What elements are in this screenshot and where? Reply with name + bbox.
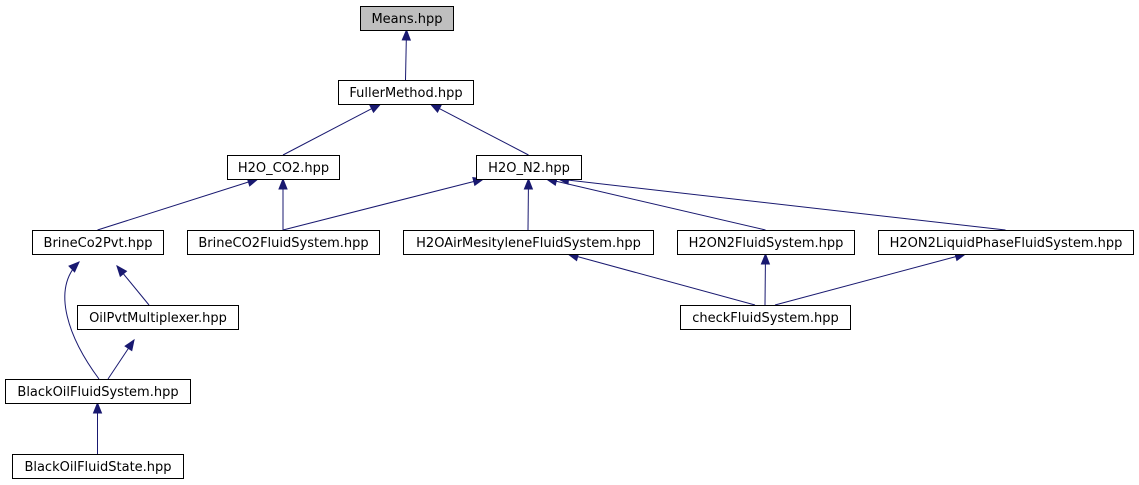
node-label: H2ON2FluidSystem.hpp [689, 236, 844, 251]
node-means: Means.hpp [360, 6, 454, 31]
node-checkfs[interactable]: checkFluidSystem.hpp [680, 305, 851, 330]
node-label: BlackOilFluidState.hpp [24, 460, 171, 475]
edge-brineco2fs-to-h2oco2 [278, 177, 288, 230]
node-box [677, 230, 855, 255]
edge-line [556, 180, 766, 231]
node-label: H2O_N2.hpp [488, 161, 570, 176]
edge-arrowhead [760, 252, 771, 265]
edge-h2oair-to-h2on2 [523, 177, 534, 231]
edge-blackoilfs-to-oilpvt [107, 338, 135, 380]
node-label: BlackOilFluidSystem.hpp [17, 385, 178, 400]
edge-arrowhead [401, 28, 412, 41]
edge-h2on2fs-to-h2on2 [545, 176, 766, 231]
node-oilpvt[interactable]: OilPvtMultiplexer.hpp [77, 305, 239, 330]
node-box [12, 454, 184, 479]
edge-arrowhead [523, 177, 534, 190]
node-label: H2ON2LiquidPhaseFluidSystem.hpp [890, 236, 1123, 251]
node-h2on2fs[interactable]: H2ON2FluidSystem.hpp [677, 230, 855, 255]
edge-arrowhead [68, 261, 80, 273]
node-h2on2[interactable]: H2O_N2.hpp [476, 155, 582, 180]
edge-checkfs-to-h2on2liq [774, 252, 967, 306]
edge-arrowhead [124, 338, 135, 352]
node-box [403, 230, 654, 255]
edge-line [64, 261, 100, 380]
edge-arrowhead [429, 103, 443, 114]
edge-h2oco2-to-fuller [282, 103, 382, 156]
node-box [680, 305, 851, 330]
node-fuller[interactable]: FullerMethod.hpp [338, 80, 474, 105]
edge-blackoilfs-to-brineco2pvt [64, 261, 100, 380]
node-box [187, 230, 380, 255]
node-label: FullerMethod.hpp [349, 86, 462, 101]
edge-line [774, 256, 956, 306]
edge-h2on2liq-to-h2on2 [557, 175, 1006, 231]
node-label: H2O_CO2.hpp [238, 161, 329, 176]
node-box [878, 230, 1134, 255]
edge-line [439, 108, 529, 156]
node-box [227, 155, 340, 180]
node-label: Means.hpp [371, 12, 442, 27]
edge-checkfs-to-h2on2fs [760, 252, 771, 306]
node-box [5, 379, 191, 404]
edge-line [282, 108, 372, 156]
edge-arrowhead [116, 264, 128, 278]
node-h2oair[interactable]: H2OAirMesityleneFluidSystem.hpp [403, 230, 654, 255]
edge-arrowhead [368, 103, 382, 114]
node-blackoilstate[interactable]: BlackOilFluidState.hpp [12, 454, 184, 479]
edge-line [282, 180, 474, 231]
node-h2on2liq[interactable]: H2ON2LiquidPhaseFluidSystem.hpp [878, 230, 1134, 255]
edge-arrowhead [92, 401, 103, 414]
node-label: BrineCO2FluidSystem.hpp [198, 236, 368, 251]
edge-fuller-to-means [401, 28, 412, 81]
node-box [32, 230, 164, 255]
node-box [476, 155, 582, 180]
edge-blackoilstate-to-blackoilfs [92, 401, 103, 454]
node-box [360, 6, 454, 31]
edge-brineco2fs-to-h2on2 [282, 176, 485, 231]
edge-line [405, 39, 407, 81]
edge-oilpvt-to-brineco2pvt [116, 264, 150, 306]
node-label: H2OAirMesityleneFluidSystem.hpp [416, 236, 641, 251]
edge-arrowhead [278, 177, 288, 190]
edge-brineco2pvt-to-h2oco2 [97, 177, 260, 231]
edge-line [97, 181, 249, 231]
edge-line [577, 256, 756, 306]
node-blackoilfs[interactable]: BlackOilFluidSystem.hpp [5, 379, 191, 404]
edge-checkfs-to-h2oair [566, 252, 756, 306]
node-brineco2fs[interactable]: BrineCO2FluidSystem.hpp [187, 230, 380, 255]
edge-line [568, 179, 1006, 231]
node-label: BrineCo2Pvt.hpp [44, 236, 153, 251]
edge-h2on2-to-fuller [429, 103, 529, 156]
node-brineco2pvt[interactable]: BrineCo2Pvt.hpp [32, 230, 164, 255]
node-label: OilPvtMultiplexer.hpp [89, 311, 227, 326]
node-box [338, 80, 474, 105]
node-box [77, 305, 239, 330]
node-label: checkFluidSystem.hpp [692, 311, 839, 326]
node-h2oco2[interactable]: H2O_CO2.hpp [227, 155, 340, 180]
